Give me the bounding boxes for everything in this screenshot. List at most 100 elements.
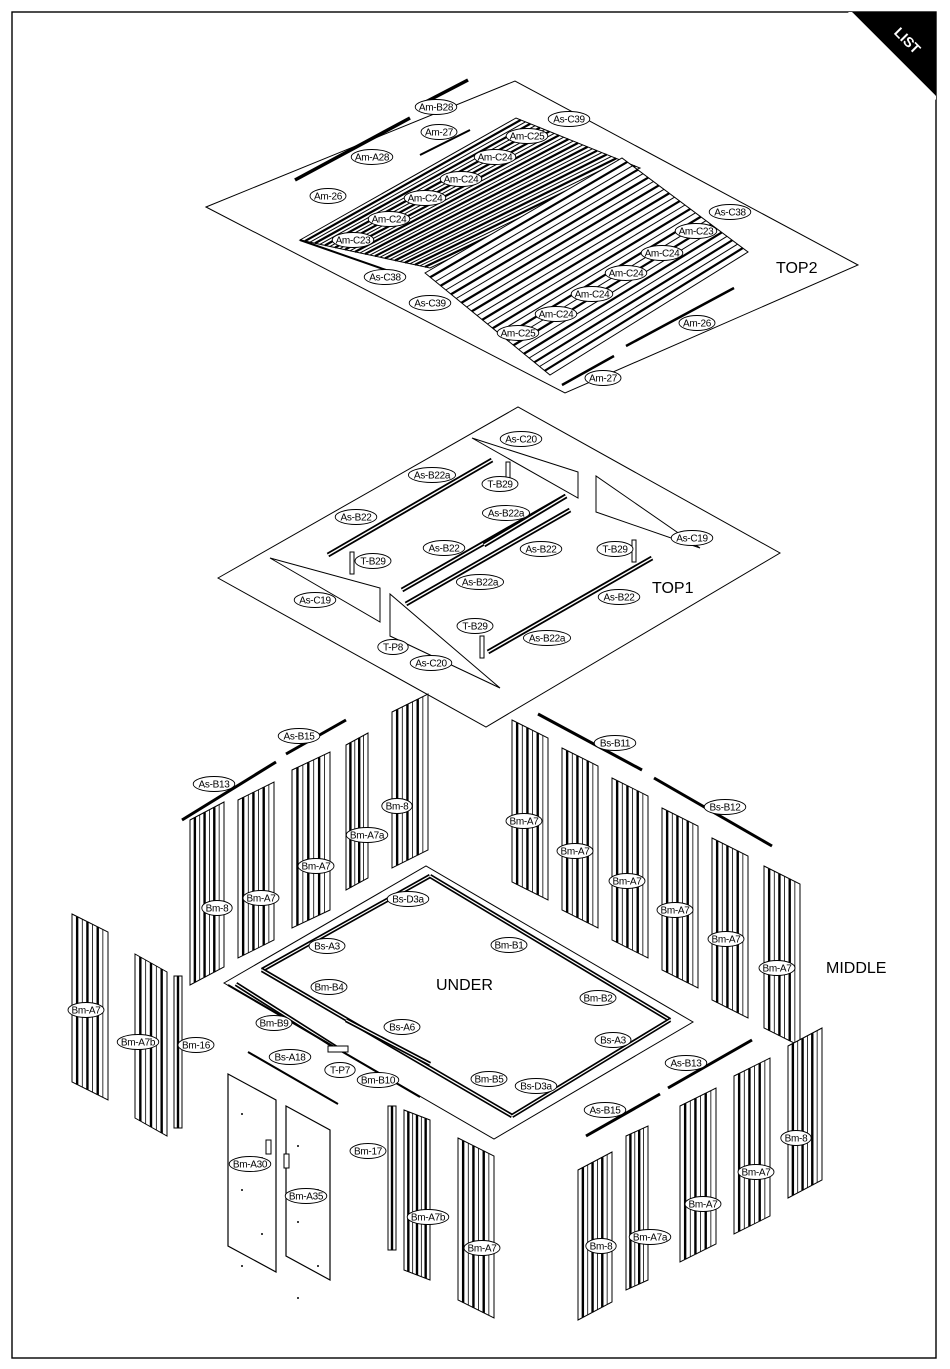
- part-label-oval: [177, 1037, 215, 1053]
- part-label: Bs-D3a: [386, 891, 430, 907]
- part-label-text: Bm-B4: [314, 983, 344, 994]
- part-label-oval: [547, 111, 591, 127]
- part-label-text: Am-26: [314, 192, 343, 203]
- part-label-text: As-B13: [199, 780, 231, 791]
- part-label: Bm-A7: [463, 1240, 501, 1256]
- part-label-text: Am-C25: [501, 329, 537, 340]
- part-label: Bm-A7a: [345, 827, 389, 843]
- door-handle[interactable]: [283, 1153, 290, 1169]
- part-label-text: Am-C24: [372, 215, 408, 226]
- wall-panel: [787, 1027, 823, 1199]
- list-tab[interactable]: LIST: [848, 12, 936, 100]
- part-label-oval: [255, 1015, 293, 1031]
- part-label-oval: [594, 1032, 632, 1048]
- part-label: Bm-8: [381, 798, 413, 814]
- part-label-text: Bm-B1: [494, 941, 524, 952]
- part-label-oval: [284, 1188, 328, 1204]
- part-label-oval: [463, 1240, 501, 1256]
- roof-sheet: [298, 117, 642, 269]
- part-label-text: Bs-A3: [314, 942, 340, 953]
- part-label: Bm-A7: [656, 902, 694, 918]
- part-label-text: Bm-A7: [762, 964, 792, 975]
- part-label-oval: [331, 232, 375, 248]
- part-label-text: Am-C24: [575, 290, 611, 301]
- part-label-text: Bm-A7: [301, 862, 331, 873]
- part-label: As-B15: [583, 1102, 627, 1118]
- top2-parts: [294, 78, 749, 387]
- part-label-text: Bm-A7a: [350, 831, 385, 842]
- part-label: Am-C24: [640, 245, 684, 261]
- part-label-oval: [737, 1164, 775, 1180]
- part-label-oval: [570, 286, 614, 302]
- floor-rail-inner: [429, 875, 671, 1021]
- part-label-oval: [656, 902, 694, 918]
- part-label-oval: [297, 858, 335, 874]
- section-title-top2: TOP2: [776, 260, 818, 277]
- part-label: As-C39: [408, 295, 452, 311]
- part-label: Am-C23: [674, 223, 718, 239]
- wall-panel: [237, 781, 275, 959]
- part-label-text: Bm-8: [206, 904, 229, 915]
- part-label-text: Am-C24: [408, 194, 444, 205]
- roof-beam-inner: [487, 557, 653, 653]
- part-label-text: As-C19: [676, 534, 708, 545]
- part-label-text: Am-C24: [539, 310, 575, 321]
- part-label-oval: [684, 1196, 722, 1212]
- part-label: Am-C24: [604, 265, 648, 281]
- part-label: Bm-17: [349, 1143, 387, 1159]
- part-label: Am-C24: [570, 286, 614, 302]
- wall-rail: [667, 1038, 753, 1090]
- part-label-oval: [201, 900, 233, 916]
- part-label-text: T-B29: [360, 557, 386, 568]
- door-panel: [227, 1072, 277, 1274]
- part-labels: Am-B28Am-27Am-A28Am-26As-C39Am-C25Am-C24…: [67, 99, 812, 1256]
- part-label-oval: [703, 799, 747, 815]
- roof-trim: [625, 286, 735, 348]
- part-label-oval: [414, 99, 458, 115]
- roof-beam-inner: [405, 509, 571, 605]
- truss-post: [349, 551, 355, 575]
- part-label-text: Am-C24: [645, 249, 681, 260]
- part-label-text: Bs-D3a: [392, 895, 424, 906]
- part-label-text: Bs-A3: [600, 1036, 626, 1047]
- part-label: Am-C25: [505, 128, 549, 144]
- part-label: As-B22a: [407, 467, 457, 483]
- part-label-text: As-C38: [369, 273, 401, 284]
- part-label: Am-27: [420, 124, 458, 140]
- part-label-oval: [505, 813, 543, 829]
- part-label-oval: [455, 574, 505, 590]
- part-label-oval: [758, 960, 796, 976]
- part-label-oval: [505, 128, 549, 144]
- part-label-oval: [473, 149, 517, 165]
- part-label: Bm-B4: [310, 979, 348, 995]
- part-label-oval: [514, 1078, 558, 1094]
- part-label-oval: [585, 1238, 617, 1254]
- part-label: Bm-B10: [356, 1072, 400, 1088]
- roof-beam-inner: [327, 459, 493, 556]
- part-label: Am-C24: [403, 190, 447, 206]
- roof-trim: [294, 116, 411, 182]
- part-label: Am-B28: [414, 99, 458, 115]
- wall-rail: [181, 760, 277, 822]
- wall-panel: [611, 777, 649, 959]
- part-label: As-C19: [670, 530, 714, 546]
- wall-panel: [173, 975, 183, 1129]
- part-label-text: As-B22a: [529, 634, 566, 645]
- part-label-text: Bm-A7b: [411, 1213, 446, 1224]
- part-label-text: As-B22: [526, 545, 558, 556]
- wall-panel: [511, 719, 549, 901]
- part-label-text: Am-27: [425, 128, 454, 139]
- wall-panel: [457, 1137, 495, 1319]
- wall-panel: [387, 1105, 397, 1251]
- part-label-text: As-C20: [415, 659, 447, 670]
- gable-back: [471, 437, 579, 499]
- part-label-text: Bm-A7: [612, 877, 642, 888]
- part-label-text: T-B29: [462, 622, 488, 633]
- doors: [227, 1072, 331, 1299]
- part-label: Bm-A7: [297, 858, 335, 874]
- part-label-text: Bm-B9: [259, 1019, 289, 1030]
- wall-panel: [403, 1109, 431, 1281]
- part-label-oval: [604, 265, 648, 281]
- list-tab-border: [848, 12, 936, 100]
- door-handle[interactable]: [265, 1139, 272, 1155]
